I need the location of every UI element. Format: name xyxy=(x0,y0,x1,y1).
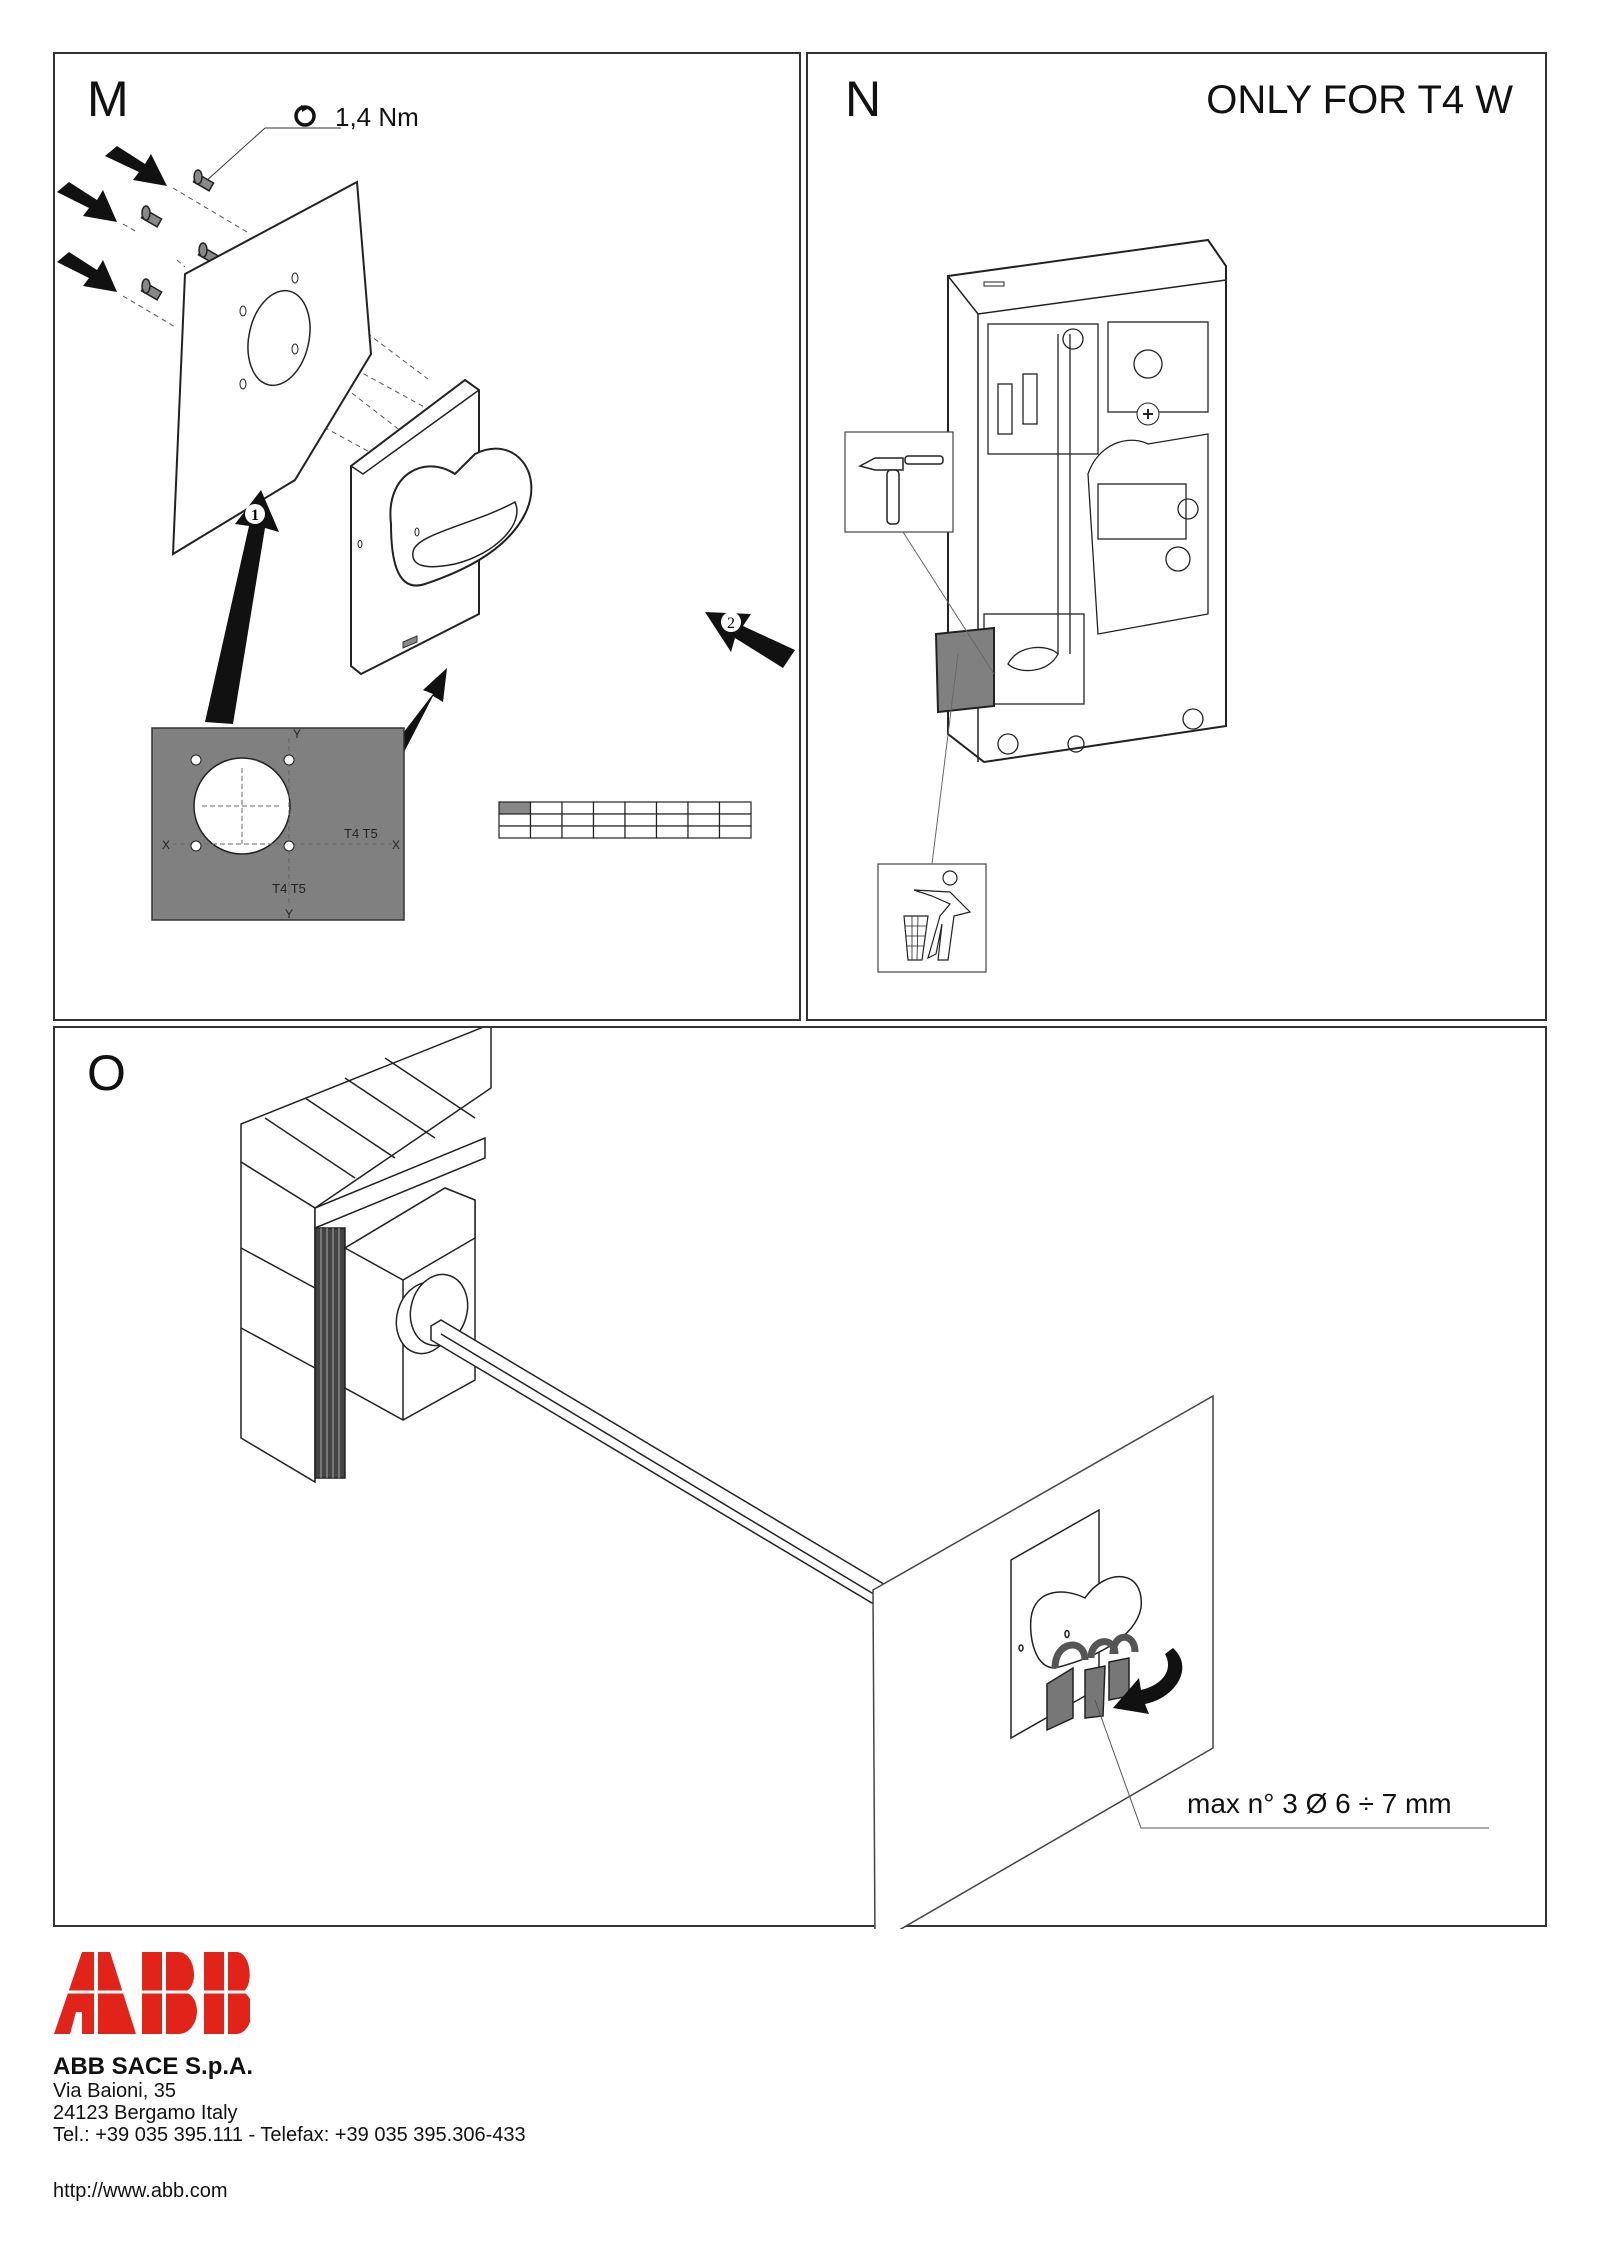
label-table-cell xyxy=(624,801,658,815)
svg-text:Y: Y xyxy=(285,907,293,921)
label-table-cell xyxy=(655,825,689,839)
label-table-cell xyxy=(592,813,626,827)
label-table-cell xyxy=(529,825,563,839)
label-table-cell xyxy=(592,825,626,839)
label-table-cell xyxy=(718,801,752,815)
panel-o-drawing xyxy=(240,1028,1489,1929)
label-table-cell xyxy=(687,801,721,815)
rotate-arrow-icon xyxy=(1113,1648,1183,1714)
breaker-housing xyxy=(947,238,1227,764)
svg-text:Y: Y xyxy=(293,727,301,741)
panel-letter-n: N xyxy=(845,71,882,127)
label-table-cell xyxy=(529,801,563,815)
removable-tab xyxy=(934,626,995,714)
address-line-1: Via Baioni, 35 xyxy=(53,2080,177,2102)
label-table-cell xyxy=(624,825,658,839)
label-table-cell xyxy=(561,813,595,827)
abb-logo xyxy=(54,1950,250,2036)
padlock-spec: max n° 3 Ø 6 ÷ 7 mm xyxy=(1187,1788,1452,1819)
circuit-breaker xyxy=(240,1028,492,1484)
panel-letter-o: O xyxy=(87,1045,126,1101)
screw-icon xyxy=(140,205,163,228)
address-line-2: 24123 Bergamo Italy xyxy=(53,2102,238,2124)
screw-icon xyxy=(140,278,163,301)
label-table-cell xyxy=(718,825,752,839)
screw-icon xyxy=(192,169,215,192)
svg-text:X: X xyxy=(392,838,400,852)
step-1-arrow-icon: 1 xyxy=(205,490,279,724)
panel-n-drawing xyxy=(844,238,1227,973)
label-table-cell xyxy=(529,813,563,827)
push-arrow-icon xyxy=(57,146,167,292)
label-table-cell xyxy=(561,825,595,839)
svg-text:X: X xyxy=(162,838,170,852)
company-name: ABB SACE S.p.A. xyxy=(53,2053,254,2080)
door-handle xyxy=(1010,1508,1142,1740)
handle-unit xyxy=(350,378,533,676)
label-table-cell xyxy=(498,813,532,827)
screw-head-icon xyxy=(1136,402,1160,426)
panel-m: M xyxy=(53,52,801,1021)
dispose-in-bin-icon xyxy=(877,863,987,973)
label-table-cell xyxy=(592,801,626,815)
step-2-arrow-icon: 2 xyxy=(705,612,795,668)
label-table-cell xyxy=(498,825,532,839)
panel-letter-m: M xyxy=(87,71,129,127)
panel-o: O xyxy=(53,1026,1547,1929)
phone-fax-line: Tel.: +39 035 395.111 - Telefax: +39 035… xyxy=(53,2124,526,2146)
label-table-cell xyxy=(687,813,721,827)
panel-n-heading: ONLY FOR T4 W xyxy=(1206,78,1513,122)
panel-n: N ONLY FOR T4 W xyxy=(806,52,1547,1021)
svg-text:1: 1 xyxy=(251,507,259,524)
label-table-cell xyxy=(498,801,532,815)
label-table-cell xyxy=(718,813,752,827)
label-table-cell xyxy=(655,813,689,827)
drilling-template: Y Y X X T4 T5 T4 T5 xyxy=(151,727,405,921)
torque-icon xyxy=(294,105,316,127)
svg-text:T4 T5: T4 T5 xyxy=(344,826,378,841)
website-link[interactable]: http://www.abb.com xyxy=(53,2180,228,2202)
extension-shaft xyxy=(430,1319,888,1607)
svg-text:2: 2 xyxy=(727,615,735,632)
label-table-cell xyxy=(687,825,721,839)
panel-m-drawing: 1 2 xyxy=(57,105,795,921)
torque-value: 1,4 Nm xyxy=(335,102,419,132)
padlock-icon xyxy=(1046,1633,1139,1732)
hammer-icon xyxy=(844,431,954,533)
label-table-cell xyxy=(655,801,689,815)
label-table-cell xyxy=(624,813,658,827)
rating-label-table xyxy=(498,801,752,839)
svg-text:T4 T5: T4 T5 xyxy=(272,881,306,896)
label-table-cell xyxy=(561,801,595,815)
